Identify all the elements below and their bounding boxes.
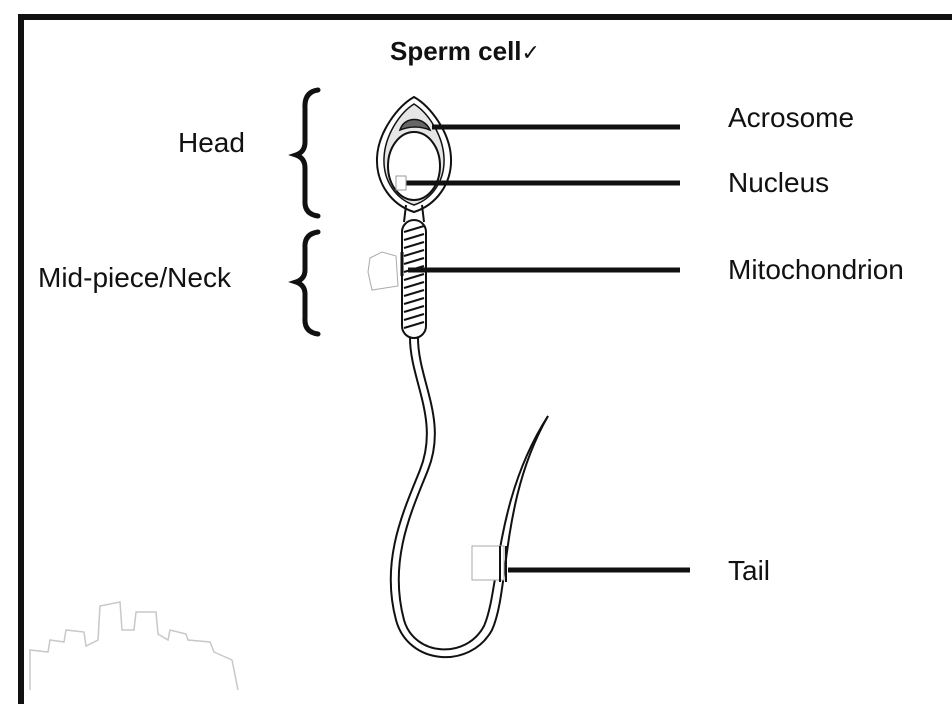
midpiece-brace <box>296 232 318 334</box>
scan-artifact <box>30 602 238 690</box>
head-brace <box>296 90 318 216</box>
tail-outer <box>391 338 548 657</box>
nucleus-marker <box>396 176 406 190</box>
mitochondrion-marker <box>368 252 398 290</box>
tail-inner <box>399 338 548 649</box>
